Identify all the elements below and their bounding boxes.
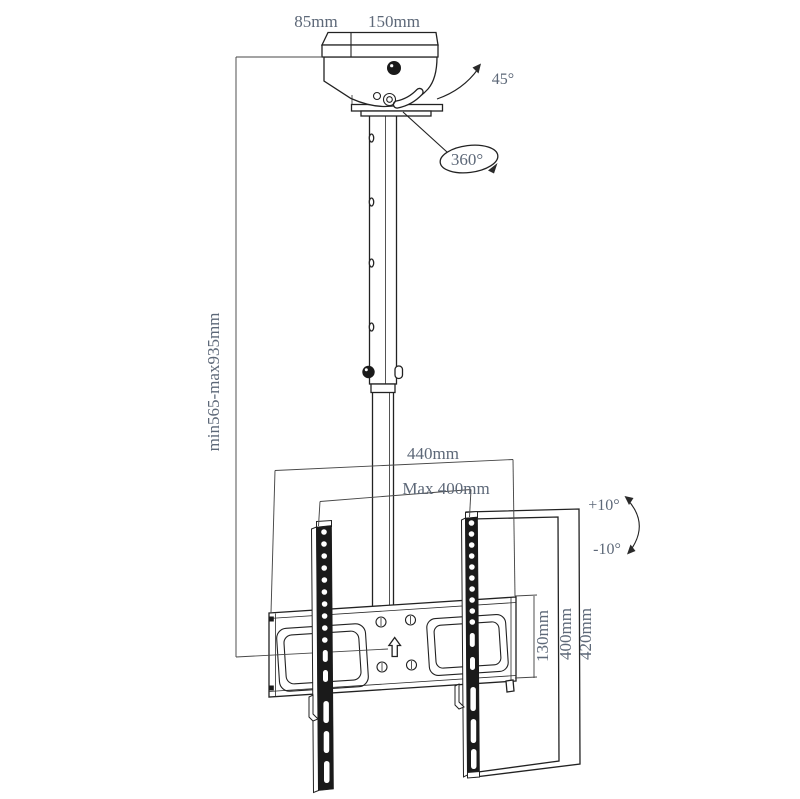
left-vesa-rail (308, 519, 334, 794)
swivel-angle-label: 45° (492, 71, 514, 88)
left-rail-hook (308, 694, 319, 722)
dome-collar (360, 110, 432, 117)
crossbar-width-dim-line (274, 459, 514, 471)
center-plate-screws (375, 614, 418, 673)
up-arrow-icon (387, 636, 402, 658)
right-vesa-rail (454, 510, 480, 779)
vesa-width-max-label: Max 400mm (402, 479, 489, 498)
right-rail-hook (454, 683, 465, 710)
slot-bolt (382, 92, 397, 107)
upper-tube (368, 113, 398, 385)
ceiling-plate-front (321, 44, 439, 58)
tilt-up-label: +10° (588, 497, 619, 514)
telescopic-pole-upper (362, 113, 404, 394)
dimension-lines (235, 56, 538, 679)
pivot-bolt (387, 61, 401, 75)
tilt-down-label: -10° (593, 541, 621, 558)
crossbar-width-label: 440mm (407, 444, 459, 463)
left-rail-holes (321, 529, 330, 783)
upper-tube-cap (370, 383, 396, 394)
small-hole (372, 91, 382, 101)
plate-depth-label: 85mm (294, 12, 337, 31)
lower-tube (371, 390, 395, 608)
tilt-arc-icon (626, 498, 640, 552)
crossbar-height-label: 130mm (533, 610, 552, 662)
lock-tab (394, 365, 404, 380)
tilt-slot (394, 89, 423, 108)
tension-knob (362, 365, 375, 379)
rotation-annotation (402, 111, 499, 174)
ceiling-plate-top (320, 31, 439, 46)
plate-width-label: 150mm (368, 12, 420, 31)
rotation-ellipse-icon (439, 144, 499, 174)
bracket-height-label: 420mm (576, 608, 595, 660)
ceiling-mount-head (320, 31, 444, 117)
pole-rotation-label: 360° (451, 150, 483, 169)
swivel-annotation (436, 63, 481, 100)
swivel-dome (323, 56, 438, 108)
swivel-arc-icon (436, 68, 479, 100)
crossbar-end-tab (505, 679, 515, 693)
tilt-annotation (624, 496, 640, 555)
vesa-width-dim-line (319, 489, 472, 502)
right-rail-holes (468, 520, 477, 769)
labels: 85mm 150mm 45° 360° min565-max935mm 440m… (204, 12, 621, 662)
vesa-height-label: 400mm (556, 608, 575, 660)
drop-height-range-label: min565-max935mm (204, 313, 223, 452)
telescopic-pole-lower (371, 390, 395, 608)
